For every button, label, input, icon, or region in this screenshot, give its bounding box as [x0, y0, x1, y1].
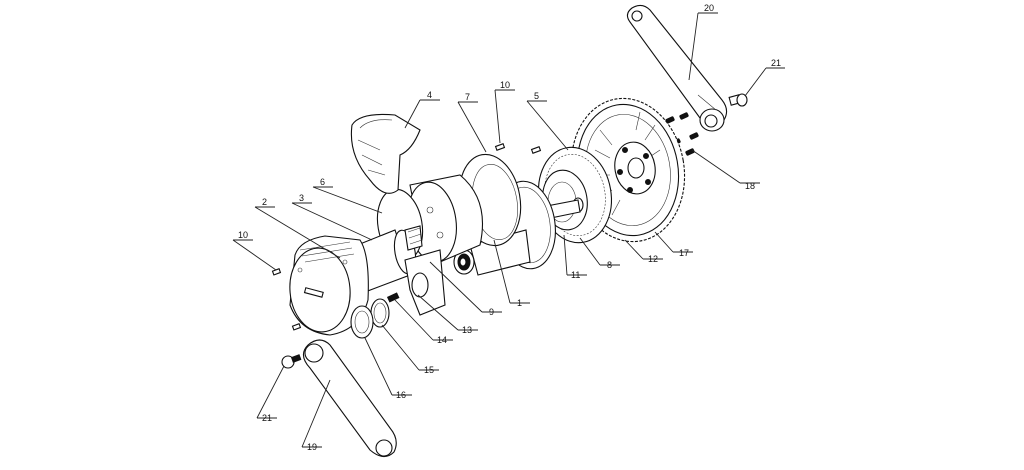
bearings [350, 292, 400, 339]
torque-bracket [404, 249, 446, 316]
callout-21-bottom: 21 [262, 413, 272, 423]
main-housing [289, 235, 369, 336]
leader-lines [232, 12, 785, 448]
callout-10-top: 10 [500, 80, 510, 90]
callout-17: 17 [679, 248, 689, 258]
callout-9: 9 [489, 307, 494, 317]
callout-6: 6 [320, 177, 325, 187]
callout-14: 14 [437, 335, 447, 345]
callout-4: 4 [427, 90, 432, 100]
callout-2: 2 [262, 197, 267, 207]
callout-labels: 20 21 4 7 10 5 18 6 3 2 10 17 12 8 11 1 … [238, 3, 781, 452]
controller-cover [350, 113, 421, 194]
crank-bolt-left [281, 354, 302, 369]
callout-5: 5 [534, 91, 539, 101]
callout-15: 15 [424, 365, 434, 375]
callout-12: 12 [648, 254, 658, 264]
callout-18: 18 [745, 181, 755, 191]
callout-10-left: 10 [238, 230, 248, 240]
callout-11: 11 [571, 270, 580, 280]
callout-21-top: 21 [771, 58, 781, 68]
callout-3: 3 [299, 193, 304, 203]
callout-19: 19 [307, 442, 317, 452]
callout-7: 7 [465, 92, 470, 102]
left-crank-arm [302, 339, 397, 458]
screws-top [494, 143, 542, 154]
callout-8: 8 [607, 260, 612, 270]
right-crank-arm [626, 4, 728, 132]
callout-13: 13 [462, 325, 472, 335]
callout-20: 20 [704, 3, 714, 13]
callout-1: 1 [517, 298, 522, 308]
crank-bolt-right [728, 93, 748, 107]
callout-16: 16 [396, 390, 406, 400]
